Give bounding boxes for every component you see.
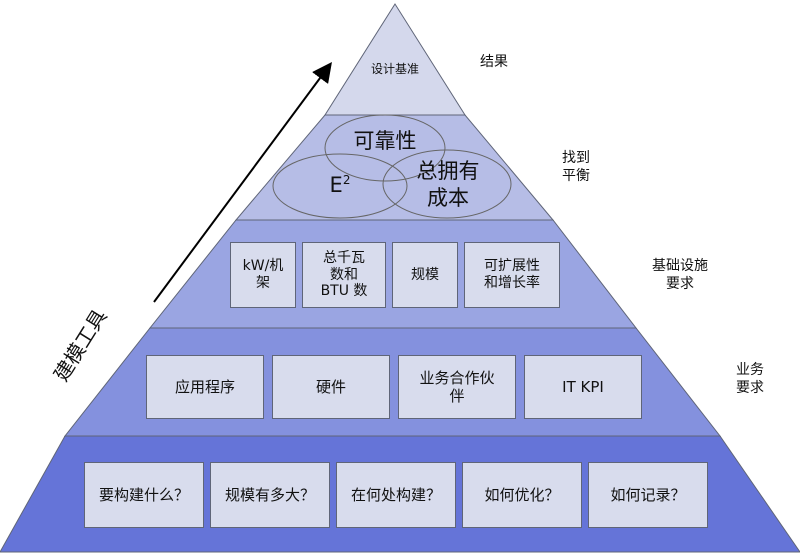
question-document-box: 如何记录？ xyxy=(588,462,708,528)
scale-box: 规模 xyxy=(392,242,458,308)
business-partners-box: 业务合作伙 伴 xyxy=(398,355,516,419)
infrastructure-side-label: 基础设施 要求 xyxy=(652,258,708,292)
business-side-label: 业务 要求 xyxy=(736,362,764,396)
scalability-growth-box: 可扩展性 和增长率 xyxy=(464,242,560,308)
reliability-label: 可靠性 xyxy=(353,129,417,153)
result-side-label: 结果 xyxy=(480,54,508,70)
tco-label: 总拥有 成本 xyxy=(416,159,480,211)
energy-efficiency-circle xyxy=(272,153,408,219)
question-where-box: 在何处构建？ xyxy=(336,462,456,528)
kw-per-rack-box: kW/机 架 xyxy=(230,242,296,308)
applications-box: 应用程序 xyxy=(146,355,264,419)
energy-efficiency-label: E2 xyxy=(318,172,362,199)
energy-efficiency-superscript: 2 xyxy=(342,173,351,187)
reliability-circle xyxy=(324,114,446,182)
balance-side-label: 找到 平衡 xyxy=(562,150,590,184)
question-optimize-box: 如何优化？ xyxy=(462,462,582,528)
design-basis-label: 设计基准 xyxy=(370,62,419,76)
energy-efficiency-text: E xyxy=(329,173,343,197)
progress-arrow xyxy=(153,61,332,303)
total-kw-btu-box: 总千瓦 数和 BTU 数 xyxy=(302,242,386,308)
question-how-big-box: 规模有多大？ xyxy=(210,462,330,528)
it-kpi-box: IT KPI xyxy=(524,355,642,419)
tco-circle xyxy=(382,149,512,219)
hardware-box: 硬件 xyxy=(272,355,390,419)
question-what-box: 要构建什么？ xyxy=(84,462,204,528)
tier-design-basis xyxy=(324,3,466,116)
